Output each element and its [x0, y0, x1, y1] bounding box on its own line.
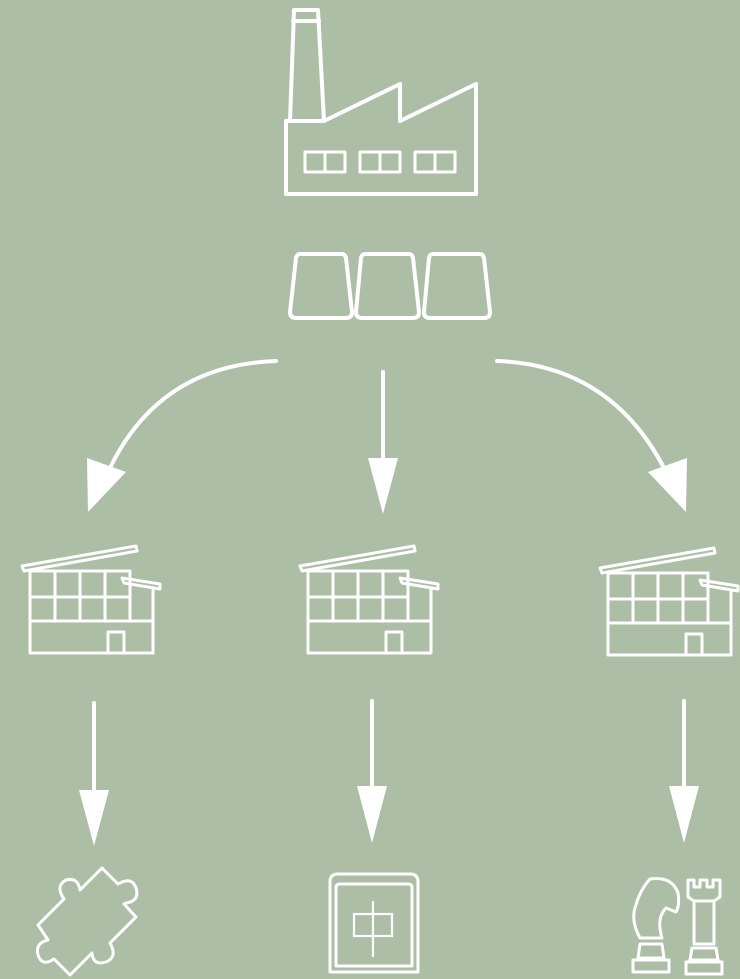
arrow-to-plant-middle: [368, 370, 398, 514]
rook-icon: [684, 878, 724, 976]
factory-icon: [284, 8, 478, 196]
mahjong-tile-icon: [328, 872, 420, 974]
plant-icon-middle: [298, 544, 440, 655]
knight-icon: [631, 877, 681, 974]
puzzle-piece-icon: [36, 866, 139, 977]
chess-pieces-icon: [631, 877, 724, 976]
arrow-to-plant-right: [495, 359, 687, 512]
plant-icon-right: [598, 546, 740, 657]
arrow-to-mahjong: [357, 699, 387, 843]
arrow-to-puzzle: [79, 701, 109, 846]
arrow-to-plant-left: [87, 359, 278, 512]
distribution-arrows: [87, 359, 687, 514]
blocks-icon: [288, 252, 492, 320]
plant-icon-left: [20, 544, 162, 655]
arrow-to-chess: [669, 699, 699, 843]
mahjong-glyph: [352, 900, 394, 958]
